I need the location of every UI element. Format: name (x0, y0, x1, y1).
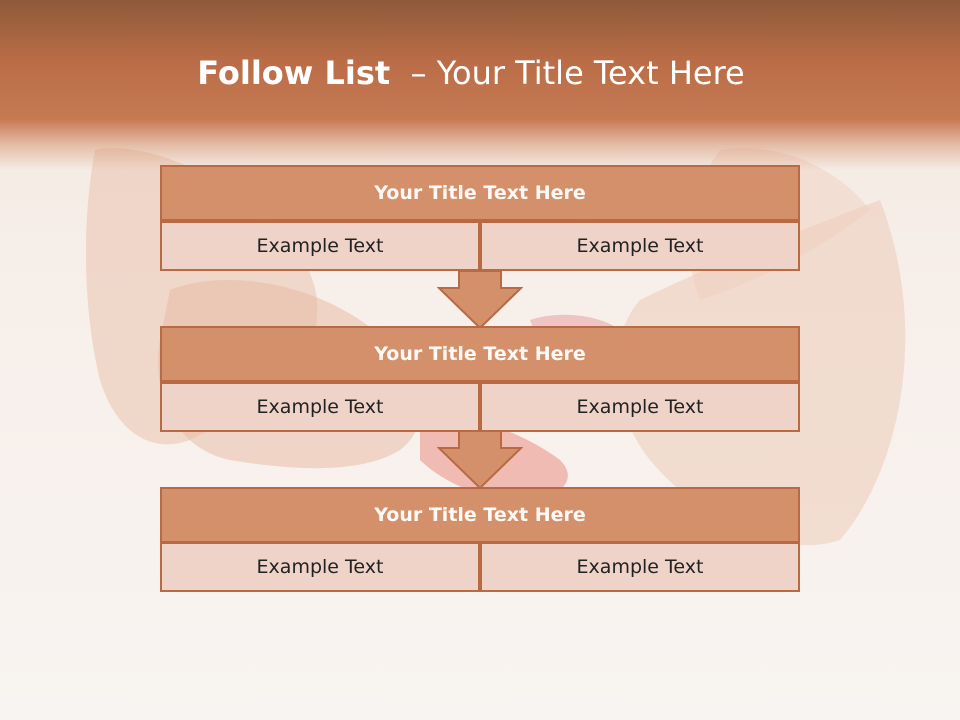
step-3-right-text: Example Text (480, 542, 800, 592)
slide-title: Follow List – Your Title Text Here (0, 54, 942, 92)
step-1-right-text: Example Text (480, 221, 800, 271)
slide-title-strong: Follow List (197, 54, 391, 92)
down-arrow-icon (437, 270, 523, 330)
header-band (0, 0, 960, 170)
step-2-left-text: Example Text (160, 382, 480, 432)
step-1-title: Your Title Text Here (160, 165, 800, 221)
step-1-left-text: Example Text (160, 221, 480, 271)
step-3-title: Your Title Text Here (160, 487, 800, 543)
slide-title-rest: – Your Title Text Here (390, 54, 745, 92)
step-2-title: Your Title Text Here (160, 326, 800, 382)
step-2-right-text: Example Text (480, 382, 800, 432)
down-arrow-icon (437, 430, 523, 490)
step-3-left-text: Example Text (160, 542, 480, 592)
